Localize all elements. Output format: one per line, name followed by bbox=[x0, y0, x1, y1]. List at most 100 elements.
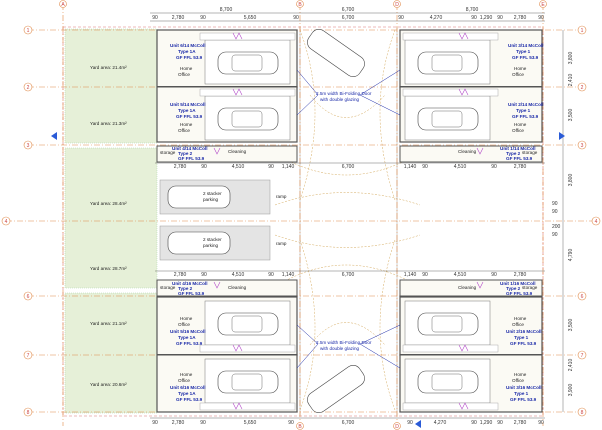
svg-text:Unit 1/14 McColl: Unit 1/14 McColl bbox=[500, 146, 535, 151]
car-windshield bbox=[231, 54, 463, 391]
svg-text:90: 90 bbox=[491, 272, 497, 278]
svg-text:1,290: 1,290 bbox=[480, 15, 493, 21]
svg-text:Unit 3/14 McColl: Unit 3/14 McColl bbox=[508, 43, 543, 48]
svg-text:Unit 6/14 McColl: Unit 6/14 McColl bbox=[170, 43, 205, 48]
svg-text:1,140: 1,140 bbox=[404, 272, 417, 278]
svg-text:Office: Office bbox=[178, 378, 190, 383]
ramp-label: ramp bbox=[276, 241, 287, 246]
svg-text:Cleaning: Cleaning bbox=[228, 285, 247, 290]
stacker-label: parking bbox=[203, 197, 219, 202]
grid-col-markers bbox=[59, 0, 547, 430]
svg-text:GF FFL 53.9: GF FFL 53.9 bbox=[512, 114, 539, 119]
svg-text:Type 1: Type 1 bbox=[514, 335, 529, 340]
svg-text:Type 1A: Type 1A bbox=[178, 49, 196, 54]
svg-text:Unit 5/14 McColl: Unit 5/14 McColl bbox=[170, 102, 205, 107]
svg-text:90: 90 bbox=[491, 164, 497, 170]
svg-text:4,510: 4,510 bbox=[232, 272, 245, 278]
yard-top-left bbox=[64, 28, 158, 144]
yard-label: Yard area: 21.4m² bbox=[90, 65, 127, 70]
svg-text:2,780: 2,780 bbox=[172, 15, 185, 21]
grid-lines-vertical bbox=[62, 4, 544, 426]
svg-text:1: 1 bbox=[27, 28, 30, 34]
svg-text:Type 1: Type 1 bbox=[516, 108, 531, 113]
bathroom-fixtures bbox=[213, 32, 484, 410]
svg-text:90: 90 bbox=[200, 15, 206, 21]
svg-text:2,780: 2,780 bbox=[514, 272, 527, 278]
svg-text:2,780: 2,780 bbox=[514, 15, 527, 21]
svg-text:Type 2: Type 2 bbox=[178, 151, 193, 156]
svg-text:Type 2: Type 2 bbox=[506, 286, 521, 291]
yard-label: Yard area: 21.3m² bbox=[90, 121, 127, 126]
svg-text:2,780: 2,780 bbox=[514, 420, 527, 426]
svg-text:6,700: 6,700 bbox=[342, 15, 355, 21]
svg-text:6,700: 6,700 bbox=[342, 420, 355, 426]
svg-text:Type 1A: Type 1A bbox=[178, 335, 196, 340]
svg-text:Home: Home bbox=[180, 66, 193, 71]
svg-text:D: D bbox=[395, 424, 399, 430]
svg-text:GF FFL 53.9: GF FFL 53.9 bbox=[178, 156, 205, 161]
svg-text:Type 2: Type 2 bbox=[178, 286, 193, 291]
svg-text:Home: Home bbox=[514, 66, 527, 71]
svg-text:3,800: 3,800 bbox=[568, 174, 574, 187]
door-note: 2.5m width Bi-Folding Door bbox=[316, 340, 372, 345]
svg-text:Cleaning: Cleaning bbox=[458, 285, 477, 290]
dimension-row-middle-upper: 2,780 90 4,510 90 1,140 6,700 1,140 90 4… bbox=[174, 164, 527, 170]
dimension-text: 6,700 bbox=[342, 7, 355, 13]
yard-label: Yard area: 20.6m² bbox=[90, 382, 127, 387]
svg-text:2,780: 2,780 bbox=[174, 272, 187, 278]
svg-text:6,700: 6,700 bbox=[342, 272, 355, 278]
door-note: with double glazing bbox=[320, 97, 360, 102]
svg-text:3,800: 3,800 bbox=[568, 52, 574, 65]
svg-text:2,780: 2,780 bbox=[172, 420, 185, 426]
svg-text:90: 90 bbox=[268, 272, 274, 278]
svg-text:90: 90 bbox=[422, 164, 428, 170]
svg-text:Office: Office bbox=[512, 128, 524, 133]
ramp-label: ramp bbox=[276, 194, 287, 199]
svg-text:A: A bbox=[61, 2, 65, 8]
svg-text:Unit 4/16 McColl: Unit 4/16 McColl bbox=[172, 281, 207, 286]
svg-text:Type 1A: Type 1A bbox=[178, 108, 196, 113]
svg-text:90: 90 bbox=[552, 232, 558, 238]
svg-text:4,510: 4,510 bbox=[454, 272, 467, 278]
svg-text:1,140: 1,140 bbox=[404, 164, 417, 170]
svg-text:4,510: 4,510 bbox=[232, 164, 245, 170]
grid-row-markers bbox=[1, 25, 601, 417]
door-note-leaders bbox=[296, 69, 401, 369]
svg-text:Unit 2/16 McColl: Unit 2/16 McColl bbox=[506, 329, 541, 334]
dimension-row-bottom: 90 2,780 90 5,650 90 6,700 90 4,270 90 1… bbox=[152, 420, 544, 426]
svg-text:GF FFL 53.9: GF FFL 53.9 bbox=[176, 341, 203, 346]
svg-text:Home: Home bbox=[180, 372, 193, 377]
svg-text:2: 2 bbox=[581, 85, 584, 91]
svg-text:8: 8 bbox=[27, 410, 30, 416]
stacker-label: parking bbox=[203, 243, 219, 248]
svg-text:90: 90 bbox=[200, 420, 206, 426]
svg-text:GF FFL 53.9: GF FFL 53.9 bbox=[506, 291, 533, 296]
svg-text:Unit 4/14 McColl: Unit 4/14 McColl bbox=[172, 146, 207, 151]
yard-middle-left bbox=[64, 147, 158, 289]
svg-text:Type 1: Type 1 bbox=[514, 391, 529, 396]
svg-text:7: 7 bbox=[27, 353, 30, 359]
svg-text:90: 90 bbox=[471, 15, 477, 21]
svg-text:Office: Office bbox=[178, 322, 190, 327]
svg-text:Unit 3/16 McColl: Unit 3/16 McColl bbox=[506, 385, 541, 390]
yard-label: Yard area: 28.7m² bbox=[90, 266, 127, 271]
svg-text:B: B bbox=[298, 424, 302, 430]
unit-labels-right: Unit 3/14 McColl Type 1 GF FFL 53.9 Home… bbox=[458, 43, 543, 402]
dimension-text: 8,700 bbox=[220, 7, 233, 13]
svg-text:90: 90 bbox=[201, 164, 207, 170]
svg-text:2,410: 2,410 bbox=[568, 74, 574, 87]
svg-text:Home: Home bbox=[180, 122, 193, 127]
svg-text:90: 90 bbox=[288, 420, 294, 426]
svg-text:E: E bbox=[541, 2, 545, 8]
svg-text:Cleaning: Cleaning bbox=[458, 149, 477, 154]
svg-text:Office: Office bbox=[178, 128, 190, 133]
svg-text:Office: Office bbox=[178, 72, 190, 77]
svg-text:storage: storage bbox=[160, 285, 176, 290]
svg-text:5,650: 5,650 bbox=[244, 15, 257, 21]
dimension-row-top: 90 2,780 90 5,650 90 6,700 90 4,270 90 1… bbox=[152, 15, 544, 21]
car-icon bbox=[307, 29, 365, 413]
svg-text:Type 1: Type 1 bbox=[516, 49, 531, 54]
svg-text:4: 4 bbox=[595, 219, 598, 225]
svg-text:90: 90 bbox=[497, 420, 503, 426]
